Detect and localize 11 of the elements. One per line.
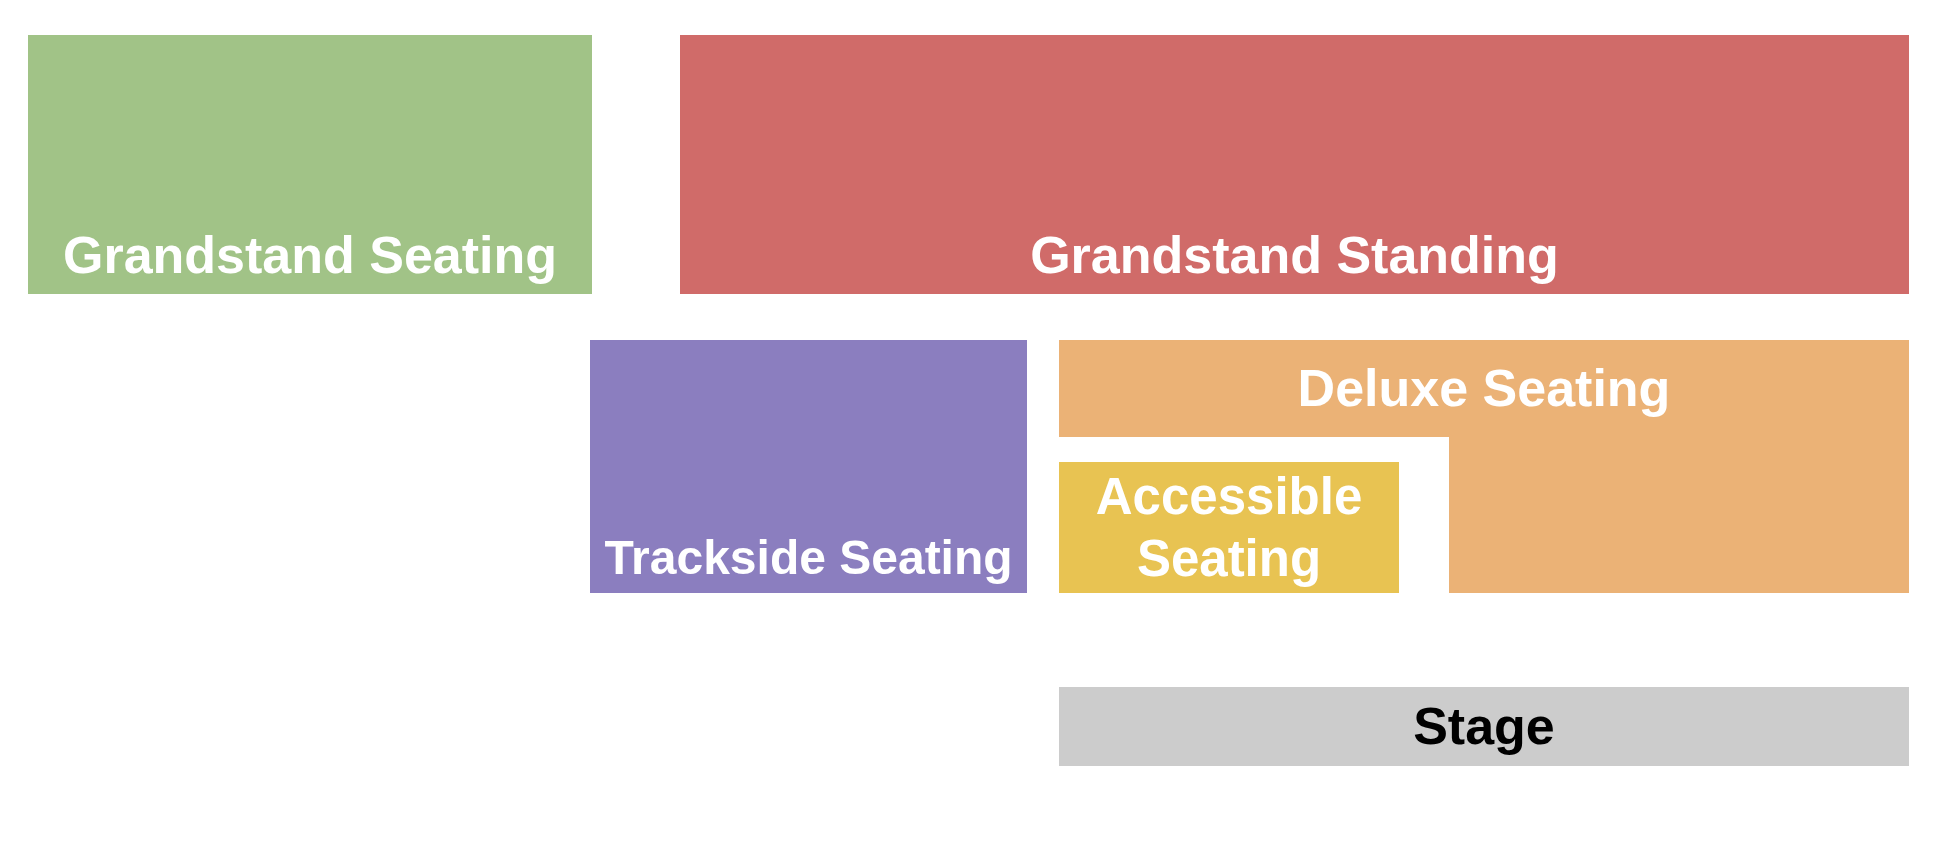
standing-section [680, 35, 1909, 294]
section-label: Grandstand Seating [62, 224, 558, 286]
stage-label: Stage [1413, 696, 1555, 758]
seating-section [1059, 462, 1399, 593]
stage-area [1059, 687, 1909, 766]
seating-section [28, 35, 592, 294]
seating-section [590, 340, 1027, 593]
section-label: Trackside Seating [604, 530, 1013, 587]
section-label: Accessible Seating [1094, 467, 1364, 589]
section-label: Deluxe Seating [1297, 358, 1671, 420]
section-label: Grandstand Standing [1030, 224, 1559, 286]
